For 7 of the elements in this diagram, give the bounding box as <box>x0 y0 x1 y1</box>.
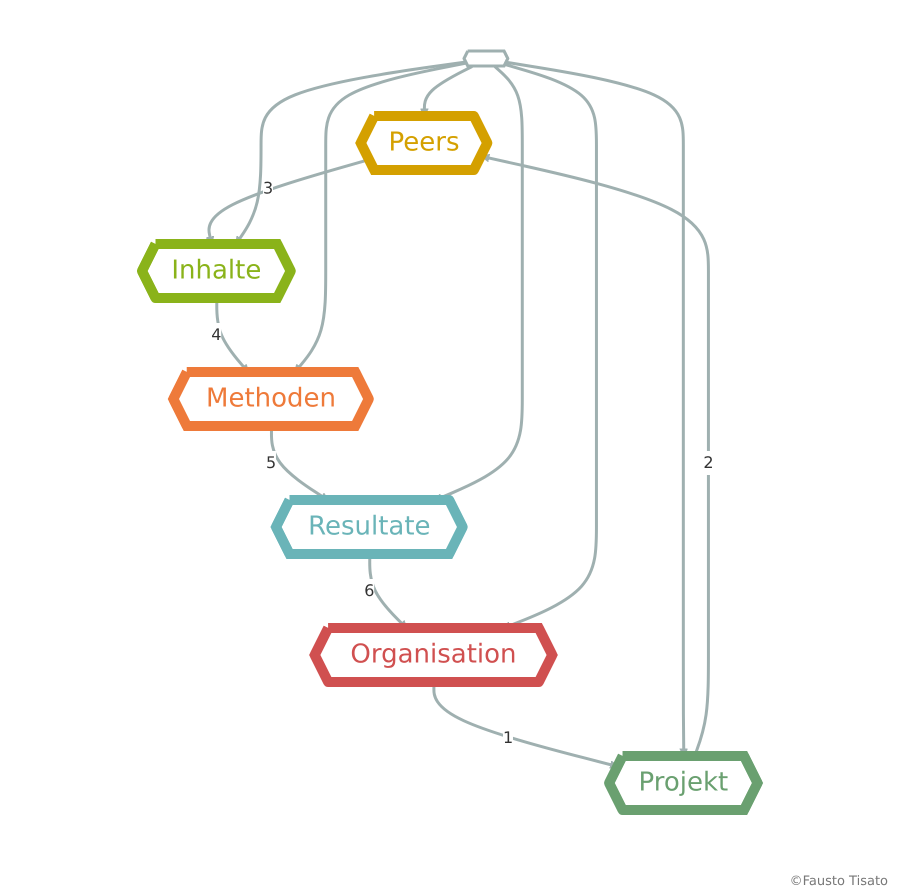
edge-label: 4 <box>211 324 222 344</box>
edge-label: 5 <box>266 452 276 472</box>
edge-label: 6 <box>364 580 375 600</box>
copyright-note: ©Fausto Tisato <box>790 874 888 889</box>
edge-label: 3 <box>263 178 274 198</box>
edge-label: 1 <box>503 728 514 747</box>
edge-label: 2 <box>704 452 714 472</box>
